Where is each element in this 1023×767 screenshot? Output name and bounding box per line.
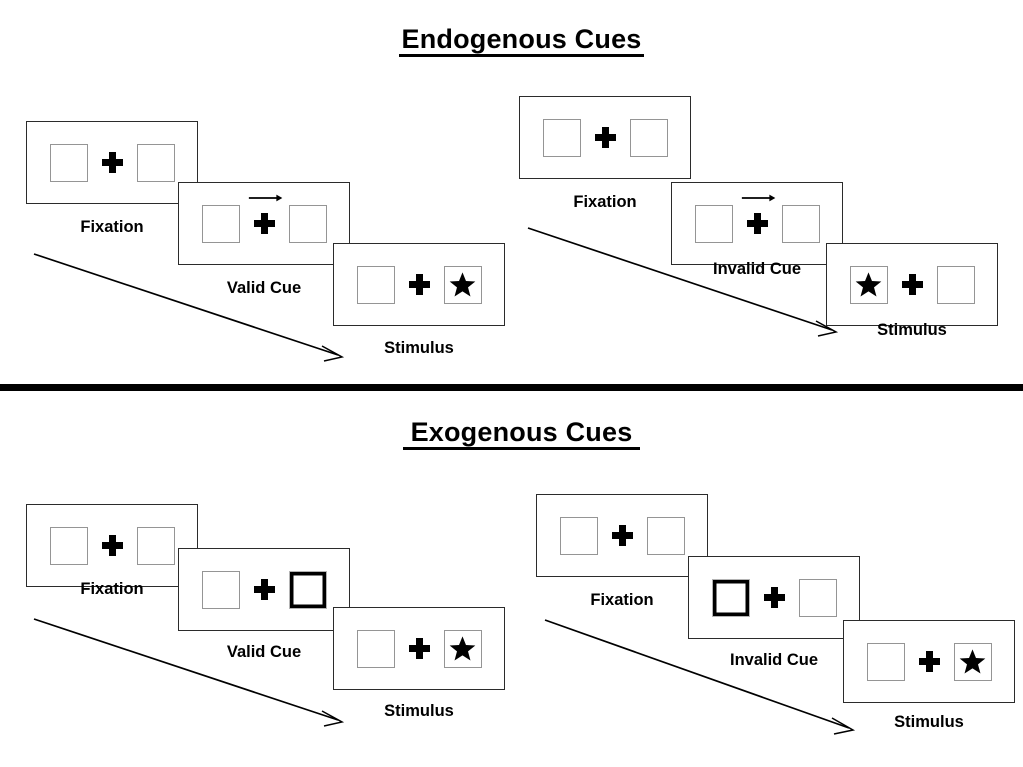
target-box-left xyxy=(356,629,395,668)
plus-icon xyxy=(901,274,923,295)
plus-icon xyxy=(408,638,430,659)
arrow-right-icon xyxy=(741,194,776,202)
star-icon xyxy=(855,272,882,297)
fixation-cue-stack xyxy=(918,651,940,672)
plus-icon xyxy=(594,127,616,148)
frame-exogenous-invalid-cue xyxy=(688,556,860,639)
plus-icon xyxy=(408,274,430,295)
diagonal-arrow-icon xyxy=(33,253,345,362)
frame-endogenous-invalid-cue xyxy=(671,182,843,265)
plus-icon xyxy=(253,213,275,234)
caption-exogenous-invalid-fixation: Fixation xyxy=(590,591,654,609)
caption-endogenous-valid-fixation: Fixation xyxy=(80,218,144,236)
target-box-left xyxy=(201,570,240,609)
section-title-endogenous: Endogenous Cues xyxy=(399,25,644,58)
target-box-left xyxy=(694,204,733,243)
plus-icon xyxy=(763,587,785,608)
target-box-right xyxy=(798,578,837,617)
arrow-cue-stack xyxy=(248,194,283,234)
fixation-cue-stack xyxy=(611,525,633,546)
target-box-right xyxy=(443,629,482,668)
fixation-cue-stack xyxy=(763,587,785,608)
target-box-left xyxy=(849,265,888,304)
target-box-left xyxy=(49,526,88,565)
target-box-left xyxy=(559,516,598,555)
caption-exogenous-valid-fixation: Fixation xyxy=(80,580,144,598)
frame-exogenous-invalid-fixation xyxy=(536,494,708,577)
frame-exogenous-invalid-stimulus xyxy=(843,620,1015,703)
plus-icon xyxy=(101,152,123,173)
target-box-right xyxy=(936,265,975,304)
target-box-right-cued xyxy=(288,570,327,609)
fixation-cue-stack xyxy=(101,152,123,173)
star-icon xyxy=(959,649,986,674)
caption-exogenous-valid-cue: Valid Cue xyxy=(226,643,302,661)
target-box-right xyxy=(629,118,668,157)
plus-icon xyxy=(253,579,275,600)
target-box-right xyxy=(288,204,327,243)
plus-icon xyxy=(101,535,123,556)
plus-icon xyxy=(746,213,768,234)
fixation-cue-stack xyxy=(901,274,923,295)
caption-endogenous-valid-stimulus: Stimulus xyxy=(384,339,454,357)
caption-exogenous-invalid-stimulus: Stimulus xyxy=(894,713,964,731)
target-box-left xyxy=(866,642,905,681)
target-box-right xyxy=(136,143,175,182)
caption-endogenous-invalid-stimulus: Stimulus xyxy=(877,321,947,339)
caption-exogenous-invalid-cue: Invalid Cue xyxy=(729,651,819,669)
frame-endogenous-invalid-stimulus xyxy=(826,243,998,326)
target-box-left xyxy=(542,118,581,157)
caption-endogenous-invalid-cue: Invalid Cue xyxy=(712,260,802,278)
frame-exogenous-valid-stimulus xyxy=(333,607,505,690)
arrow-right-icon xyxy=(248,194,283,202)
target-box-right xyxy=(953,642,992,681)
target-box-right xyxy=(136,526,175,565)
target-box-left xyxy=(201,204,240,243)
caption-endogenous-invalid-fixation: Fixation xyxy=(573,193,637,211)
plus-icon xyxy=(611,525,633,546)
frame-endogenous-valid-fixation xyxy=(26,121,198,204)
fixation-cue-stack xyxy=(408,638,430,659)
caption-endogenous-valid-cue: Valid Cue xyxy=(226,279,302,297)
fixation-cue-stack xyxy=(408,274,430,295)
fixation-cue-stack xyxy=(101,535,123,556)
star-icon xyxy=(449,272,476,297)
caption-exogenous-valid-stimulus: Stimulus xyxy=(384,702,454,720)
target-box-right xyxy=(443,265,482,304)
target-box-left xyxy=(356,265,395,304)
star-icon xyxy=(449,636,476,661)
target-box-right xyxy=(646,516,685,555)
frame-endogenous-invalid-fixation xyxy=(519,96,691,179)
section-divider xyxy=(0,384,1023,391)
frame-exogenous-valid-cue xyxy=(178,548,350,631)
frame-endogenous-valid-cue xyxy=(178,182,350,265)
fixation-cue-stack xyxy=(594,127,616,148)
fixation-cue-stack xyxy=(253,579,275,600)
frame-exogenous-valid-fixation xyxy=(26,504,198,587)
arrow-cue-stack xyxy=(741,194,776,234)
target-box-left-cued xyxy=(711,578,750,617)
target-box-right xyxy=(781,204,820,243)
target-box-left xyxy=(49,143,88,182)
plus-icon xyxy=(918,651,940,672)
frame-endogenous-valid-stimulus xyxy=(333,243,505,326)
section-title-exogenous: Exogenous Cues xyxy=(403,418,640,451)
